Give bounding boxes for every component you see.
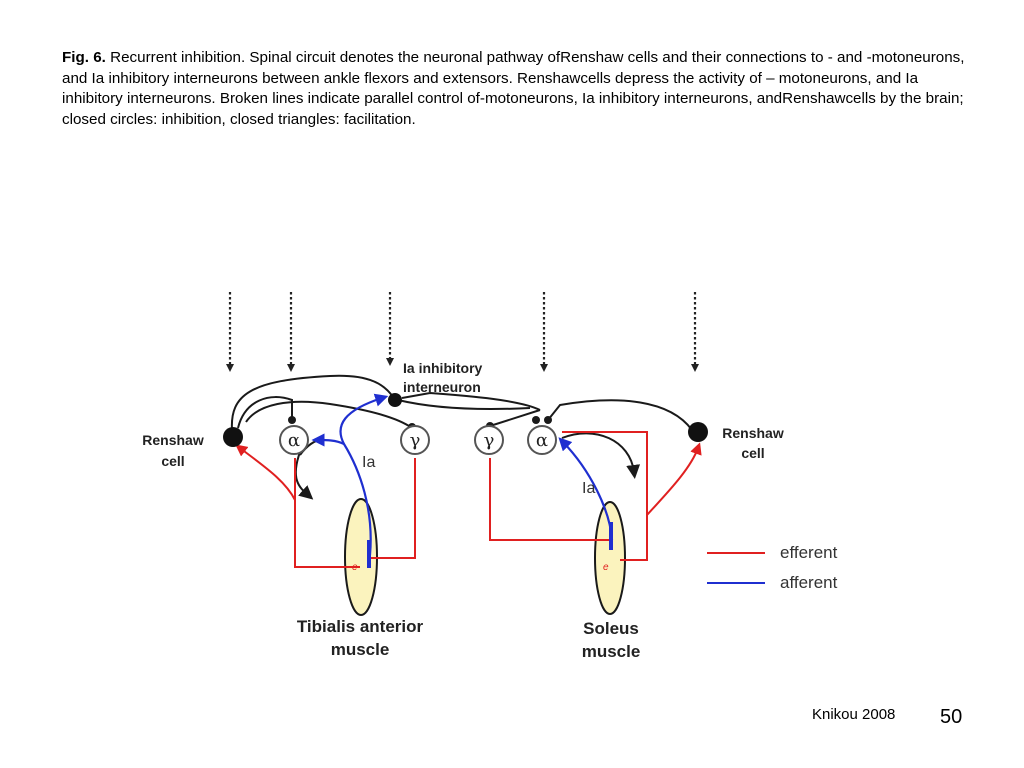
legend: efferent afferent xyxy=(707,543,838,592)
left-gamma-efferent xyxy=(368,458,416,559)
right-spindle-marker xyxy=(609,522,613,550)
right-alpha-to-interneuron xyxy=(401,391,541,411)
inhibition-dot xyxy=(544,416,552,424)
right-gamma-node xyxy=(474,425,504,455)
interneuron-node xyxy=(388,393,402,407)
left-renshaw-label-line1: Renshaw xyxy=(142,432,204,448)
left-spindle-marker xyxy=(367,540,371,568)
facilitation-triangle xyxy=(287,364,295,372)
right-gamma-efferent xyxy=(489,458,612,541)
alpha-left-feedback xyxy=(294,451,314,500)
alpha-right-feedback xyxy=(561,432,641,479)
right-gamma-label: γ xyxy=(484,430,495,451)
left-gamma-node xyxy=(400,425,430,455)
caption-prefix: Fig. 6. xyxy=(62,49,106,66)
right-renshaw-label-line2: cell xyxy=(741,445,764,461)
right-alpha-to-gamma xyxy=(489,409,541,427)
right-alpha-node xyxy=(527,425,557,455)
right-renshaw-arc xyxy=(547,399,693,431)
tibialis-label-line2: muscle xyxy=(331,640,390,659)
neuron-nodes: α γ γ α xyxy=(223,393,708,455)
right-renshaw-label-line1: Renshaw xyxy=(722,425,784,441)
soleus-label-line2: muscle xyxy=(582,642,641,661)
facilitation-triangle xyxy=(386,358,394,366)
renshaw-to-gamma-arc xyxy=(245,400,413,429)
renshaw-to-alpha-arc xyxy=(237,396,293,429)
left-alpha-node xyxy=(279,425,309,455)
figure-caption: Fig. 6. Recurrent inhibition. Spinal cir… xyxy=(62,48,967,130)
facilitation-triangle xyxy=(540,364,548,372)
right-alpha-efferent xyxy=(562,431,648,561)
left-renshaw-label-line2: cell xyxy=(161,453,184,469)
efferent-glyph: e xyxy=(603,562,609,573)
left-gamma-label: γ xyxy=(410,430,421,451)
right-ia-label: Ia xyxy=(582,480,595,497)
legend-afferent-label: afferent xyxy=(780,573,838,592)
efferent-pathways xyxy=(235,431,702,568)
efferent-glyph: e xyxy=(352,562,358,573)
descending-control-lines xyxy=(226,292,699,372)
caption-text: Recurrent inhibition. Spinal circuit den… xyxy=(62,49,965,128)
interneuron-label-line2: interneuron xyxy=(403,379,481,395)
inhibition-dot xyxy=(288,416,296,424)
soleus-muscle xyxy=(594,501,626,615)
right-renshaw-node xyxy=(688,422,708,442)
facilitation-triangle xyxy=(691,364,699,372)
page-number: 50 xyxy=(940,706,963,728)
left-alpha-collateral xyxy=(235,444,296,501)
right-alpha-collateral xyxy=(646,442,702,516)
interneuron-crossing xyxy=(397,399,531,411)
right-alpha-label: α xyxy=(536,430,548,451)
left-alpha-efferent xyxy=(294,458,360,568)
left-ia-to-alpha xyxy=(311,433,345,447)
interneuron-label-line1: Ia inhibitory xyxy=(403,360,483,376)
tibialis-label-line1: Tibialis anterior xyxy=(297,617,424,636)
renshaw-to-interneuron-arc xyxy=(230,374,394,431)
left-alpha-label: α xyxy=(288,430,300,451)
source-credit: Knikou 2008 xyxy=(812,706,896,723)
inhibition-dot xyxy=(532,416,540,424)
legend-efferent-label: efferent xyxy=(780,543,838,562)
left-ia-afferent xyxy=(339,393,389,556)
left-renshaw-node xyxy=(223,427,243,447)
soleus-label-line1: Soleus xyxy=(583,619,639,638)
facilitation-triangle xyxy=(226,364,234,372)
left-ia-label: Ia xyxy=(362,454,375,471)
neural-connections xyxy=(230,374,693,500)
